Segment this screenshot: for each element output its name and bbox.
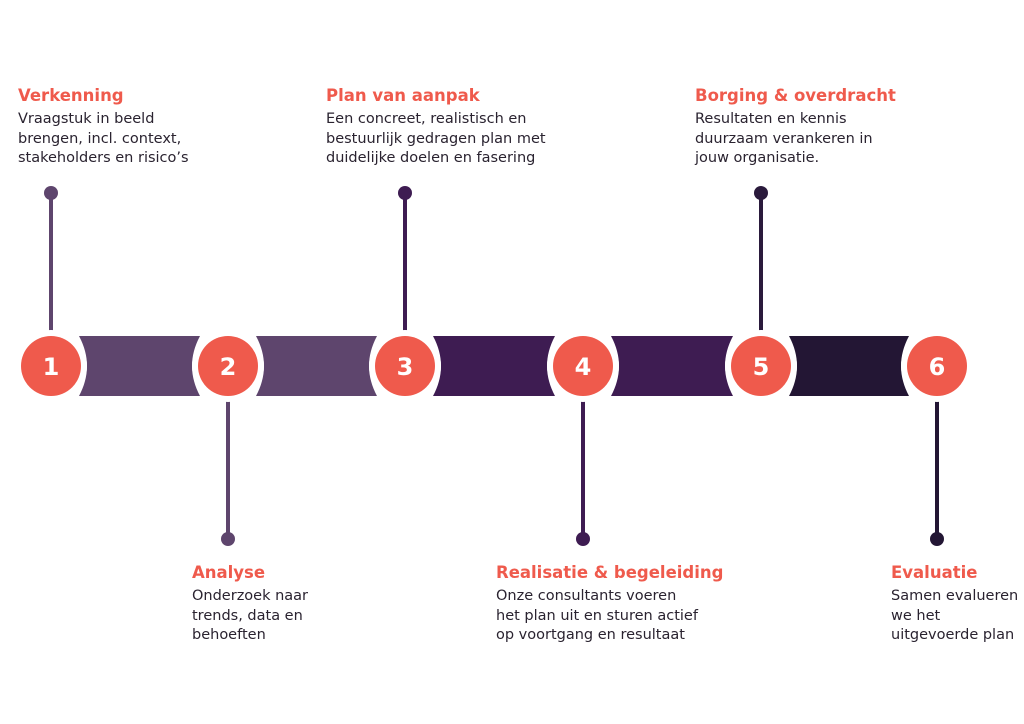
- step-5-line: duurzaam verankeren in: [695, 130, 873, 147]
- step-2-description: Onderzoek naar trends, data en behoeften: [192, 587, 308, 646]
- timeline-band-segment: [79, 336, 200, 396]
- step-marker-circle: [907, 336, 967, 396]
- connector-dot: [930, 532, 944, 546]
- step-number: 3: [397, 353, 414, 381]
- step-4-line: op voortgang en resultaat: [496, 627, 685, 643]
- step-number: 2: [220, 353, 237, 381]
- step-6-line: uitgevoerde plan: [891, 627, 1015, 643]
- step-2-line: behoeften: [192, 627, 266, 643]
- step-3-title: Plan van aanpak: [326, 86, 480, 105]
- step-3-description: Een concreet, realistisch en bestuurlijk…: [326, 110, 546, 169]
- step-number: 1: [43, 353, 60, 381]
- step-3-text: Plan van aanpak Een concreet, realistisc…: [326, 86, 546, 169]
- step-marker-circle: [553, 336, 613, 396]
- step-1-line: stakeholders en risico’s: [18, 150, 189, 166]
- step-2-title: Analyse: [192, 563, 266, 582]
- step-5-line: Resultaten en kennis: [695, 111, 847, 127]
- step-6-marker: 6: [901, 330, 973, 402]
- connector-dot: [754, 186, 768, 200]
- step-4-line: Onze consultants voeren: [496, 588, 677, 604]
- step-1-title: Verkenning: [18, 86, 124, 105]
- step-marker-circle: [21, 336, 81, 396]
- step-4-marker: 4: [547, 330, 619, 402]
- timeline-band-segment: [611, 336, 733, 396]
- connector-dot: [221, 532, 235, 546]
- connector-dot: [576, 532, 590, 546]
- step-5-title: Borging & overdracht: [695, 86, 896, 105]
- timeline-band-segment: [789, 336, 909, 396]
- step-2-line: trends, data en: [192, 607, 303, 624]
- step-1-description: Vraagstuk in beeld brengen, incl. contex…: [18, 110, 189, 169]
- step-marker-circle: [375, 336, 435, 396]
- step-1-text: Verkenning Vraagstuk in beeld brengen, i…: [18, 86, 189, 169]
- step-6-line: Samen evalueren: [891, 588, 1019, 604]
- step-5-line: jouw organisatie.: [695, 150, 820, 166]
- connector-dot: [398, 186, 412, 200]
- step-3-marker: 3: [369, 330, 441, 402]
- step-5-description: Resultaten en kennis duurzaam verankeren…: [695, 110, 896, 169]
- step-4-text: Realisatie & begeleiding Onze consultant…: [496, 563, 723, 646]
- step-6-line: we het: [891, 607, 941, 624]
- step-6-text: Evaluatie Samen evalueren we het uitgevo…: [891, 563, 1018, 646]
- step-number: 4: [575, 353, 592, 381]
- step-3-line: bestuurlijk gedragen plan met: [326, 130, 546, 147]
- connector-dot: [44, 186, 58, 200]
- step-5-text: Borging & overdracht Resultaten en kenni…: [695, 86, 896, 169]
- timeline-band-segment: [256, 336, 377, 396]
- step-1-line: brengen, incl. context,: [18, 130, 182, 147]
- step-5-marker: 5: [725, 330, 797, 402]
- step-3-line: Een concreet, realistisch en: [326, 111, 527, 127]
- step-2-line: Onderzoek naar: [192, 588, 309, 604]
- step-6-title: Evaluatie: [891, 563, 978, 582]
- step-3-line: duidelijke doelen en fasering: [326, 150, 536, 166]
- step-4-description: Onze consultants voeren het plan uit en …: [496, 587, 723, 646]
- timeline-band-segment: [433, 336, 555, 396]
- step-2-marker: 2: [192, 330, 264, 402]
- step-1-marker: 1: [15, 330, 87, 402]
- step-4-line: het plan uit en sturen actief: [496, 607, 698, 624]
- step-2-text: Analyse Onderzoek naar trends, data en b…: [192, 563, 308, 646]
- step-4-title: Realisatie & begeleiding: [496, 563, 724, 582]
- step-number: 5: [753, 353, 770, 381]
- step-6-description: Samen evalueren we het uitgevoerde plan: [891, 587, 1018, 646]
- step-number: 6: [929, 353, 946, 381]
- step-1-line: Vraagstuk in beeld: [18, 111, 155, 127]
- step-marker-circle: [731, 336, 791, 396]
- step-marker-circle: [198, 336, 258, 396]
